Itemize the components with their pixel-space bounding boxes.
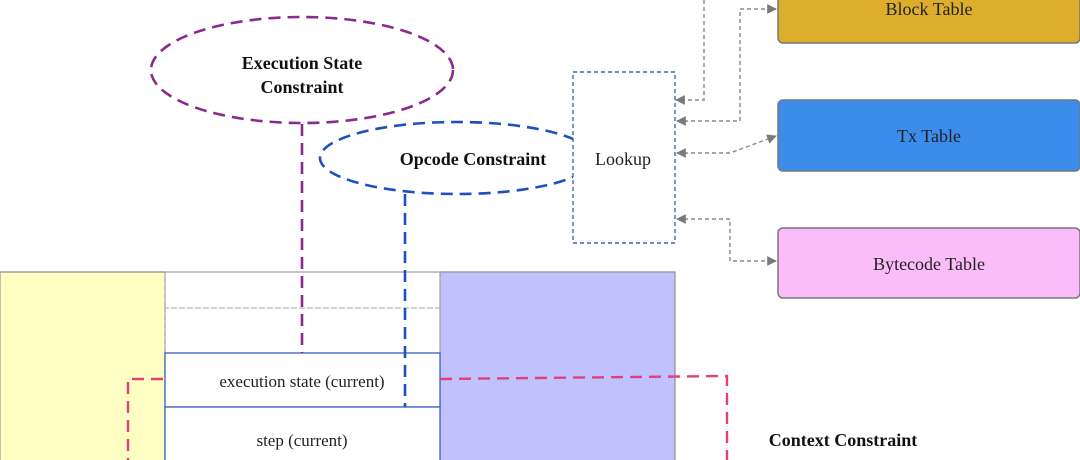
step-row-label: step (current) [256, 431, 347, 450]
opcode-constraint-label: Opcode Constraint [400, 149, 547, 169]
lookup-label: Lookup [595, 149, 651, 169]
execution-state-row-label: execution state (current) [219, 372, 384, 391]
arrow-block-table-b [676, 4, 777, 126]
block-table-box [777, 0, 1080, 44]
bytecode-table-label: Bytecode Table [873, 254, 985, 274]
step-row [164, 406, 441, 460]
tx-table-label: Tx Table [897, 126, 961, 146]
execution-state-constraint-ellipse [149, 15, 455, 125]
lookup-box [572, 71, 676, 244]
context-constraint-connector [126, 377, 165, 460]
arrow-tx-table [676, 134, 777, 158]
tx-table-box [777, 99, 1080, 172]
arrow-bytecode-table [676, 214, 777, 266]
context-constraint-connector-right [439, 374, 729, 460]
execution-state-row [164, 352, 441, 408]
context-constraint-label: Context Constraint [769, 430, 918, 450]
execution-state-constraint-line1: Execution State [242, 53, 363, 73]
block-table-label: Block Table [886, 0, 973, 19]
bytecode-table-box [777, 227, 1080, 299]
execution-state-constraint-line2: Constraint [260, 77, 343, 97]
arrow-block-table-a [675, 0, 705, 105]
left-panel [0, 271, 166, 460]
right-panel [439, 271, 676, 460]
